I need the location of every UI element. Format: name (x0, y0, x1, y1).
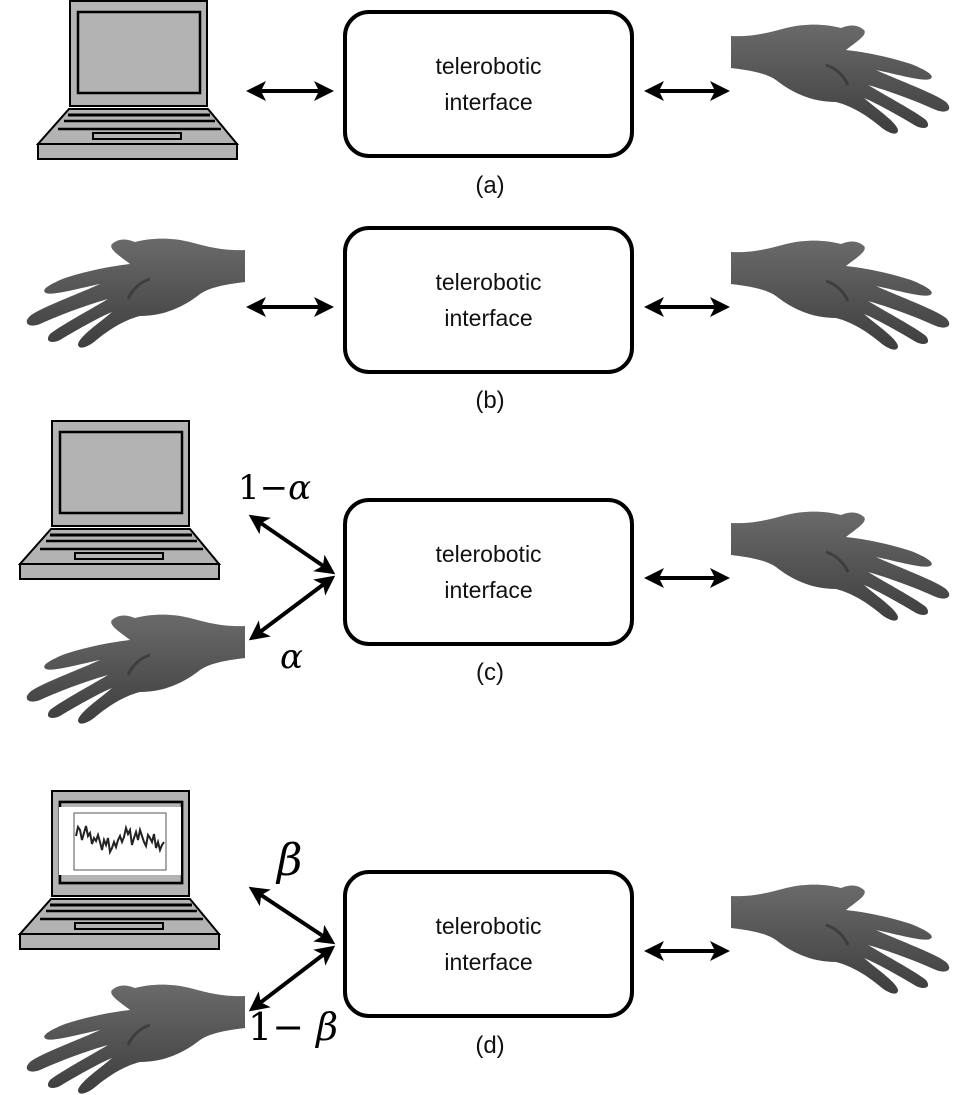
double-headed-arrow-icon (248, 886, 336, 945)
box-label-line1: telerobotic (435, 913, 542, 939)
box-label-line1: telerobotic (435, 53, 542, 79)
weight-label-one-minus-alpha: 1−α (238, 468, 311, 508)
weight-symbol-beta: β (316, 1005, 339, 1049)
panel-a (36, 0, 949, 161)
weight-label-beta: β (277, 835, 302, 886)
laptop-icon (18, 419, 221, 581)
telerobotic-interface-box-c: telerobotic interface (343, 498, 634, 646)
panel-caption-c: (c) (476, 659, 504, 686)
laptop-with-signal-plot-icon (18, 789, 221, 951)
box-label-line2: interface (444, 577, 533, 603)
hand-icon (25, 237, 247, 350)
telerobotic-interface-box-d: telerobotic interface (343, 870, 634, 1018)
weight-symbol-beta: β (277, 835, 303, 886)
box-label-line1: telerobotic (435, 269, 542, 295)
telerobotic-interface-box-b: telerobotic interface (343, 226, 634, 374)
weight-operator: − (259, 468, 289, 508)
hand-icon (731, 512, 949, 621)
double-headed-arrow-icon (248, 945, 336, 1012)
double-headed-arrow-icon (248, 514, 336, 575)
weight-label-one-minus-beta: 1− β (248, 1005, 338, 1049)
panel-b (25, 237, 950, 350)
panel-d (18, 789, 949, 1095)
hand-icon (25, 983, 247, 1095)
panel-caption-b: (b) (475, 387, 505, 414)
box-label-line2: interface (444, 949, 533, 975)
weight-symbol-alpha: α (280, 637, 303, 677)
weight-number: 1 (238, 468, 260, 508)
double-headed-arrow-icon (248, 575, 336, 641)
hand-icon (731, 885, 949, 994)
telerobotic-interface-box-a: telerobotic interface (343, 10, 634, 158)
box-label-line1: telerobotic (435, 541, 542, 567)
box-label-line2: interface (444, 89, 533, 115)
laptop-icon (36, 0, 239, 161)
panel-caption-a: (a) (475, 172, 505, 199)
hand-icon (731, 241, 949, 350)
panel-c (18, 419, 949, 726)
weight-label-alpha: α (280, 637, 303, 677)
weight-symbol-alpha: α (288, 468, 312, 508)
hand-icon (731, 25, 949, 134)
weight-number: 1 (248, 1005, 273, 1049)
hand-icon (25, 613, 247, 726)
box-label-line2: interface (444, 305, 533, 331)
weight-operator: − (272, 1005, 305, 1049)
panel-caption-d: (d) (475, 1032, 505, 1059)
